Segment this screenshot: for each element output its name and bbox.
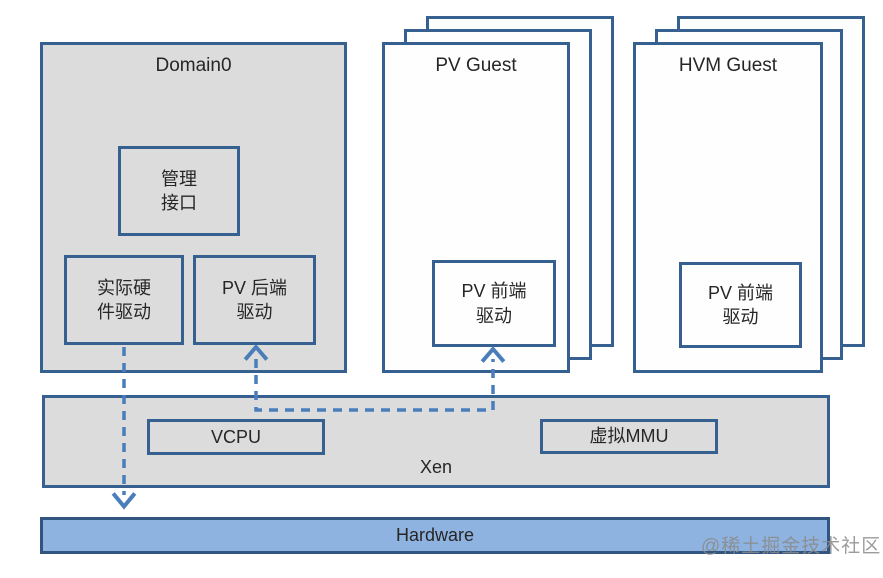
vcpu-box: VCPU <box>147 419 325 455</box>
domain0-title: Domain0 <box>155 55 232 76</box>
xen-title: Xen <box>419 457 453 477</box>
hardware-label: Hardware <box>395 525 475 546</box>
vcpu-label: VCPU <box>210 426 261 447</box>
watermark: @稀土掘金技术社区 <box>701 536 882 557</box>
hvm-guest-frontend-driver-box: PV 前端 驱动 <box>679 262 802 348</box>
pv-backend-driver-box: PV 后端 驱动 <box>193 255 316 345</box>
virtual-mmu-label: 虚拟MMU <box>589 426 669 447</box>
pv-guest-frontend-driver-label: PV 前端 驱动 <box>461 281 527 326</box>
arrow-down-head-icon <box>111 492 137 510</box>
hardware-box: Hardware <box>40 517 830 554</box>
hardware-driver-box: 实际硬 件驱动 <box>64 255 184 345</box>
hvm-guest-title: HVM Guest <box>678 55 778 76</box>
pv-guest-frontend-driver-box: PV 前端 驱动 <box>432 260 556 347</box>
management-interface-box: 管理 接口 <box>118 146 240 236</box>
pv-backend-driver-label: PV 后端 驱动 <box>221 277 287 322</box>
management-interface-label: 管理 接口 <box>161 168 197 213</box>
pv-guest-title: PV Guest <box>435 55 517 76</box>
virtual-mmu-box: 虚拟MMU <box>540 419 718 454</box>
hvm-guest-frontend-driver-label: PV 前端 驱动 <box>707 282 773 327</box>
hardware-driver-label: 实际硬 件驱动 <box>97 277 151 322</box>
